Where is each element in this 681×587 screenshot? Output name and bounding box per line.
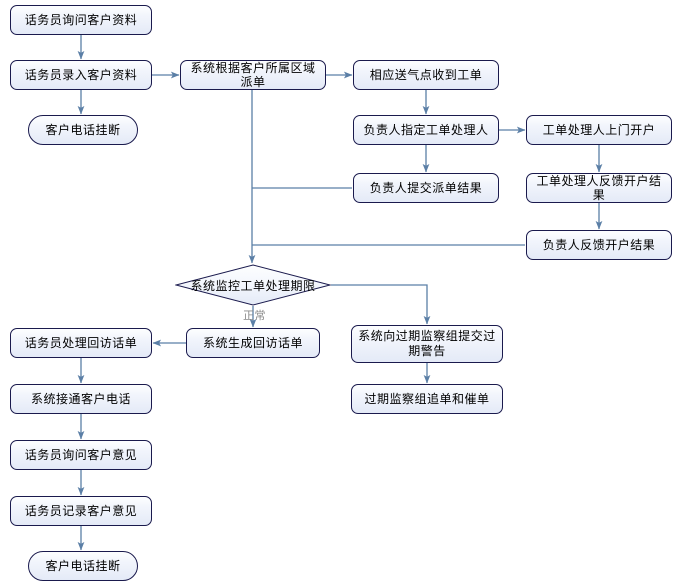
node-customer-hangup-bottom[interactable]: 客户电话挂断	[28, 551, 138, 581]
node-manager-assigns-handler[interactable]: 负责人指定工单处理人	[353, 115, 499, 145]
diamond-shape	[175, 264, 331, 306]
node-manager-submits-dispatch-result[interactable]: 负责人提交派单结果	[353, 173, 499, 203]
node-gas-station-receives-order[interactable]: 相应送气点收到工单	[353, 60, 499, 90]
node-system-generates-callback-sheet[interactable]: 系统生成回访话单	[186, 328, 320, 358]
node-agent-handles-callback-sheet[interactable]: 话务员处理回访话单	[10, 328, 152, 358]
edge-label-normal: 正常	[243, 309, 266, 322]
node-agent-records-customer-opinion[interactable]: 话务员记录客户意见	[10, 496, 152, 526]
node-handler-onsite-account-open[interactable]: 工单处理人上门开户	[526, 115, 672, 145]
node-customer-hangup-top[interactable]: 客户电话挂断	[28, 115, 138, 145]
node-system-dispatch-by-region[interactable]: 系统根据客户所属区域派单	[180, 60, 326, 90]
node-system-sends-overdue-warning[interactable]: 系统向过期监察组提交过期警告	[351, 325, 503, 363]
node-decision-monitor-deadline[interactable]: 系统监控工单处理期限	[175, 264, 331, 306]
node-enter-customer-info[interactable]: 话务员录入客户资料	[10, 60, 152, 90]
node-handler-feedback-account-result[interactable]: 工单处理人反馈开户结果	[526, 173, 672, 203]
node-agent-asks-customer-opinion[interactable]: 话务员询问客户意见	[10, 440, 152, 470]
node-ask-customer-info[interactable]: 话务员询问客户资料	[10, 5, 152, 35]
node-system-connects-customer-call[interactable]: 系统接通客户电话	[10, 384, 152, 414]
node-manager-feedback-account-result[interactable]: 负责人反馈开户结果	[526, 230, 672, 260]
edge-decision-n18	[331, 284, 431, 325]
node-overdue-group-follow-up[interactable]: 过期监察组追单和催单	[351, 384, 503, 414]
